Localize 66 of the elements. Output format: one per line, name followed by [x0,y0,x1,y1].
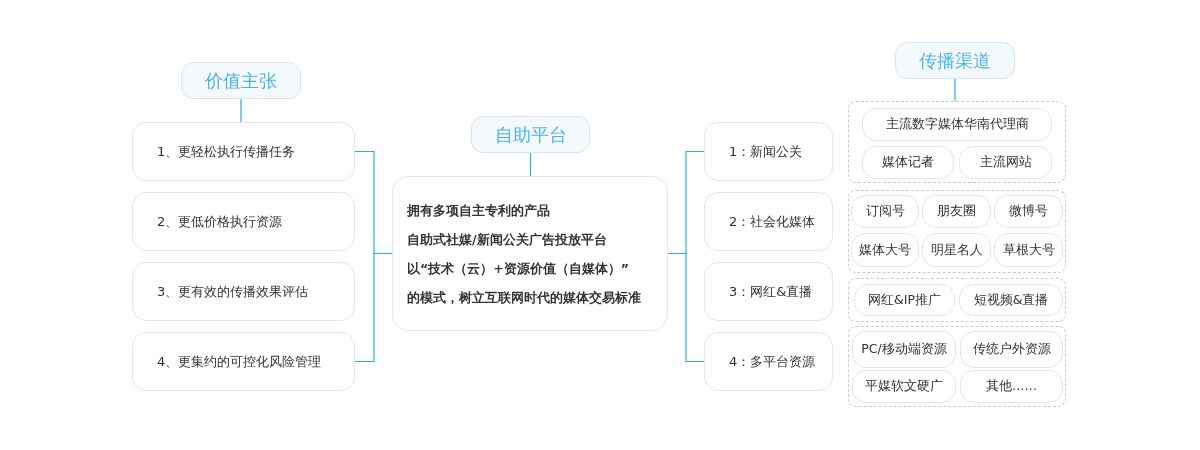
label-text: 传播渠道 [919,48,991,73]
label-text: 4：多平台资源 [729,352,816,371]
connector-line [954,78,956,102]
label-text: 4、更集约的可控化风险管理 [157,352,322,371]
label-text: 平媒软文硬广 [865,378,943,395]
item-box [704,262,833,321]
tag-box [922,233,991,267]
label-text: 传统户外资源 [972,341,1051,358]
tag-box [994,195,1063,228]
item-box [132,122,355,181]
label-text: 2：社会化媒体 [729,212,816,231]
tag-box [851,195,919,228]
description-box [392,176,668,331]
label-text: 主流网站 [979,154,1032,171]
label-text: PC/移动端资源 [861,341,947,358]
label-text: 自助平台 [494,122,567,147]
tag-box [922,195,991,228]
label-text: 订阅号 [865,203,905,220]
label-text: 微博号 [1009,203,1048,220]
dashed-group-box [848,278,1066,322]
connector-line [240,98,242,123]
label-text: 以“技术（云）+资源价值（自媒体）” [407,259,629,277]
label-text: 3、更有效的传播效果评估 [157,282,309,301]
dashed-group-box [848,190,1066,273]
label-text: 朋友圈 [937,203,976,220]
connector-line [529,152,532,177]
title-box [895,42,1015,79]
label-text: 的模式，树立互联网时代的媒体交易标准 [407,288,641,306]
label-text: 媒体大号 [859,241,911,259]
label-text: 明星名人 [930,241,983,259]
label-text: 3：网红&直播 [729,282,813,301]
label-text: 1、更轻松执行传播任务 [157,142,296,161]
label-text: 短视频&直播 [973,291,1049,309]
dashed-group-box [848,101,1066,183]
dashed-group-box [848,326,1066,407]
item-box [704,122,833,181]
tag-box [862,146,954,179]
label-text: 其他…… [986,378,1037,395]
label-text: 草根大号 [1002,241,1055,259]
tag-box [960,370,1063,403]
item-box [132,332,355,391]
label-text: 主流数字媒体华南代理商 [885,116,1029,133]
tag-box [994,233,1063,267]
label-text: 媒体记者 [882,154,934,171]
label-text: 拥有多项自主专利的产品 [407,201,550,219]
connector-line [354,252,393,363]
tag-box [852,331,956,368]
item-box [704,332,833,391]
label-text: 自助式社媒/新闻公关广告投放平台 [407,230,607,248]
connector-line [667,252,705,363]
tag-box [959,284,1063,316]
tag-box [960,331,1063,368]
label-text: 2、更低价格执行资源 [157,212,283,231]
label-text: 网红&IP推广 [868,291,941,309]
title-box [471,116,590,153]
item-box [704,192,833,251]
item-box [132,192,355,251]
tag-box [852,370,956,403]
title-box [181,62,301,99]
tag-box [851,233,919,267]
label-text: 价值主张 [205,68,277,93]
tag-box [959,146,1052,179]
tag-box [862,108,1052,141]
label-text: 1：新闻公关 [729,142,803,161]
tag-box [854,284,955,316]
item-box [132,262,355,321]
